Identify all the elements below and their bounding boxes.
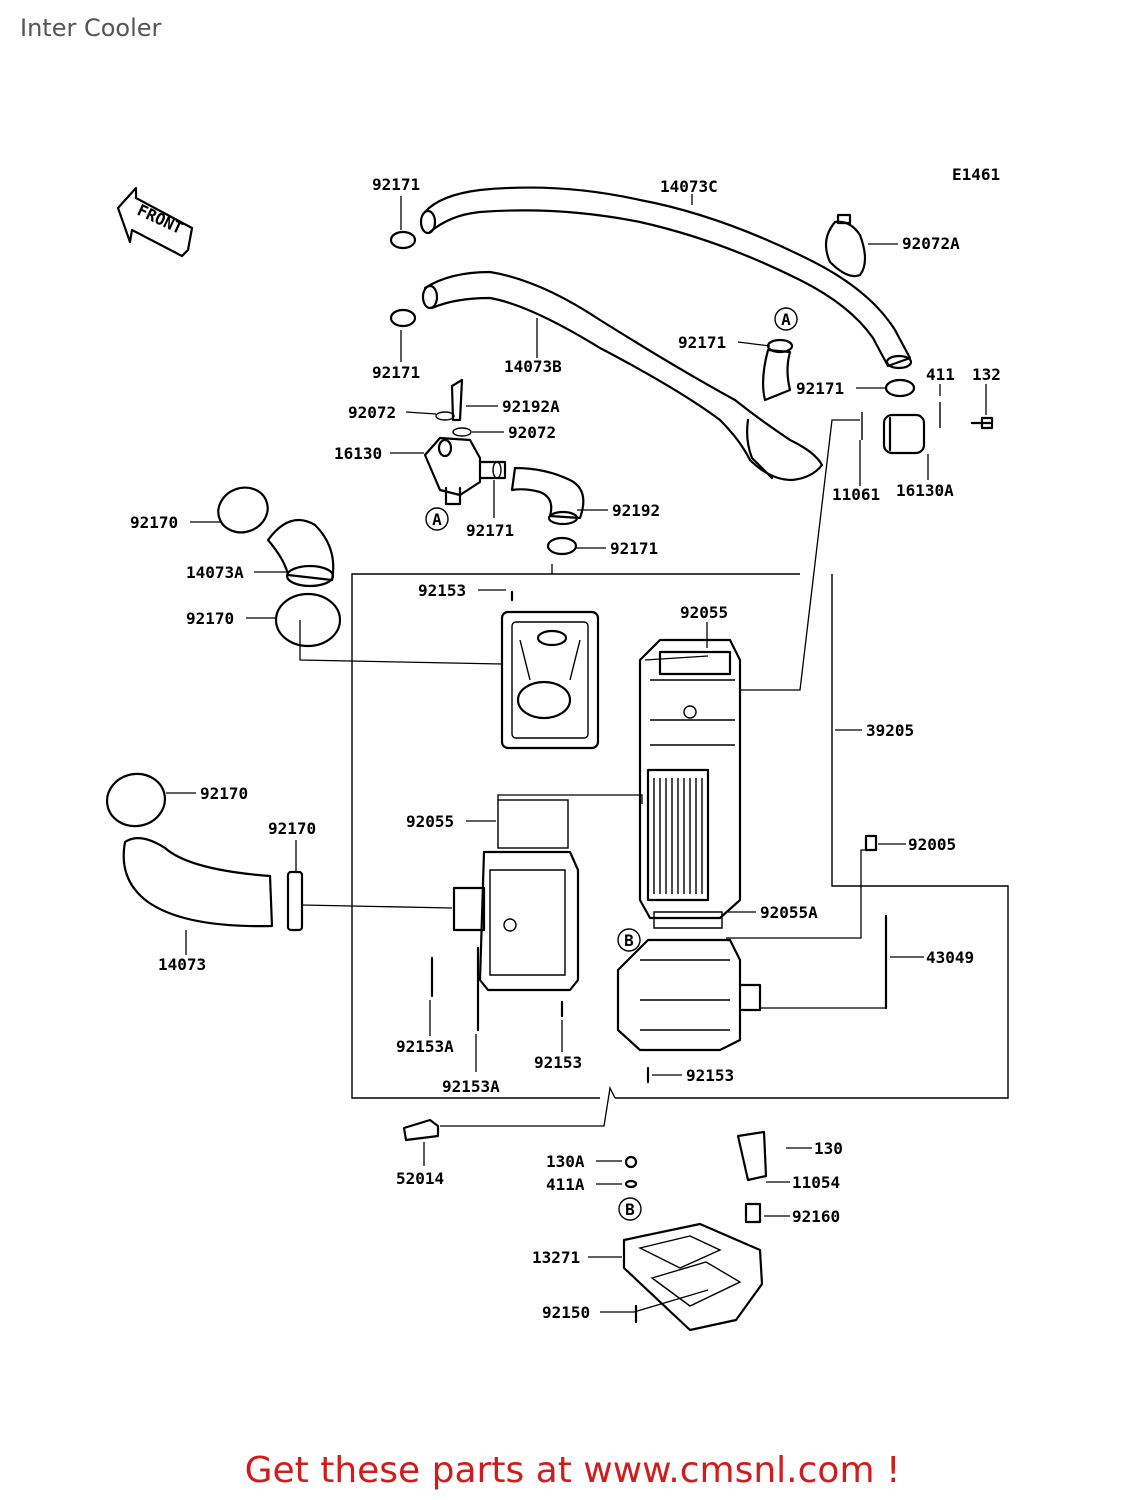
clamp-92170 — [217, 486, 269, 534]
label-16130a: 16130A — [896, 481, 954, 500]
cover-13271 — [622, 1222, 764, 1332]
gasket-92055 — [497, 799, 569, 849]
part-labels: 92171 14073C 92072A 92171 14073B 92171 9… — [130, 175, 1001, 1322]
gasket-92055a — [653, 911, 723, 929]
top-cover — [500, 610, 600, 750]
label-92153: 92153 — [534, 1053, 582, 1072]
label-411a: 411A — [546, 1175, 585, 1194]
label-92055a: 92055A — [760, 903, 818, 922]
label-92171: 92171 — [796, 379, 844, 398]
bracket-11054 — [736, 1130, 768, 1224]
plug-92005 — [864, 834, 878, 852]
hose-14073b — [421, 270, 824, 482]
band-92072a — [824, 220, 867, 278]
svg-text:B: B — [624, 931, 634, 950]
label-92170: 92170 — [268, 819, 316, 838]
hose-14073c — [419, 186, 913, 370]
front-label: FRONT — [134, 200, 186, 238]
pipe-14073 — [105, 772, 304, 932]
lower-case-right — [616, 938, 762, 1052]
label-92055: 92055 — [680, 603, 728, 622]
ref-circle-a-bottom: A — [425, 507, 449, 531]
label-92192a: 92192A — [502, 397, 560, 416]
label-14073c: 14073C — [660, 177, 718, 196]
label-11061: 11061 — [832, 485, 880, 504]
clamp-92171 — [546, 536, 578, 556]
assembly-box — [351, 573, 1009, 1099]
label-92153: 92153 — [686, 1066, 734, 1085]
leader-lines — [166, 194, 987, 1313]
clamp-92171-top — [389, 230, 916, 398]
label-14073b: 14073B — [504, 357, 562, 376]
valve-16130a — [861, 402, 994, 455]
label-92072: 92072 — [508, 423, 556, 442]
label-39205: 39205 — [866, 721, 914, 740]
label-11054: 11054 — [792, 1173, 840, 1192]
footer-link-text[interactable]: Get these parts at www.cmsnl.com ! — [244, 1450, 901, 1491]
clamp-92170-lower — [274, 592, 342, 648]
elbow-14073a — [266, 518, 335, 582]
svg-text:B: B — [625, 1200, 635, 1219]
bolt-130a — [624, 1155, 638, 1169]
label-92160: 92160 — [792, 1207, 840, 1226]
sensor-52014 — [402, 1118, 440, 1142]
intercooler-core — [638, 638, 742, 920]
parts-diagram: FRONT E1461 — [105, 165, 1009, 1332]
bolts — [430, 590, 650, 1084]
label-132: 132 — [972, 365, 1001, 384]
lower-case-left — [452, 850, 580, 992]
label-130: 130 — [814, 1139, 843, 1158]
ref-circle-b-top: B — [617, 928, 641, 952]
label-92170: 92170 — [130, 513, 178, 532]
label-92072: 92072 — [348, 403, 396, 422]
label-411: 411 — [926, 365, 955, 384]
page-title: Inter Cooler — [20, 14, 162, 42]
label-52014: 52014 — [396, 1169, 444, 1188]
label-92150: 92150 — [542, 1303, 590, 1322]
hose-end — [547, 510, 579, 526]
label-92171: 92171 — [610, 539, 658, 558]
hose-92192 — [510, 466, 585, 520]
label-92171: 92171 — [372, 363, 420, 382]
label-92171: 92171 — [466, 521, 514, 540]
svg-text:A: A — [432, 510, 442, 529]
label-14073: 14073 — [158, 955, 206, 974]
label-92170: 92170 — [200, 784, 248, 803]
label-92055: 92055 — [406, 812, 454, 831]
ref-circle-a-top: A — [774, 307, 798, 331]
label-14073a: 14073A — [186, 563, 244, 582]
label-92153a: 92153A — [442, 1077, 500, 1096]
elbow-end — [285, 564, 335, 588]
label-92171: 92171 — [678, 333, 726, 352]
label-13271: 13271 — [532, 1248, 580, 1267]
label-92072a: 92072A — [902, 234, 960, 253]
washer-411a — [624, 1179, 638, 1189]
label-92171: 92171 — [372, 175, 420, 194]
ref-circle-b-bottom: B — [618, 1197, 642, 1221]
label-92153: 92153 — [418, 581, 466, 600]
valve-16130 — [423, 378, 507, 506]
svg-text:A: A — [781, 310, 791, 329]
label-92153a: 92153A — [396, 1037, 454, 1056]
label-130a: 130A — [546, 1152, 585, 1171]
front-arrow-icon: FRONT — [116, 186, 194, 258]
label-92005: 92005 — [908, 835, 956, 854]
band-tab — [836, 213, 852, 225]
label-43049: 43049 — [926, 948, 974, 967]
label-16130: 16130 — [334, 444, 382, 463]
hose-section — [761, 348, 792, 402]
diagram-code: E1461 — [952, 165, 1000, 184]
label-92192: 92192 — [612, 501, 660, 520]
label-92170: 92170 — [186, 609, 234, 628]
